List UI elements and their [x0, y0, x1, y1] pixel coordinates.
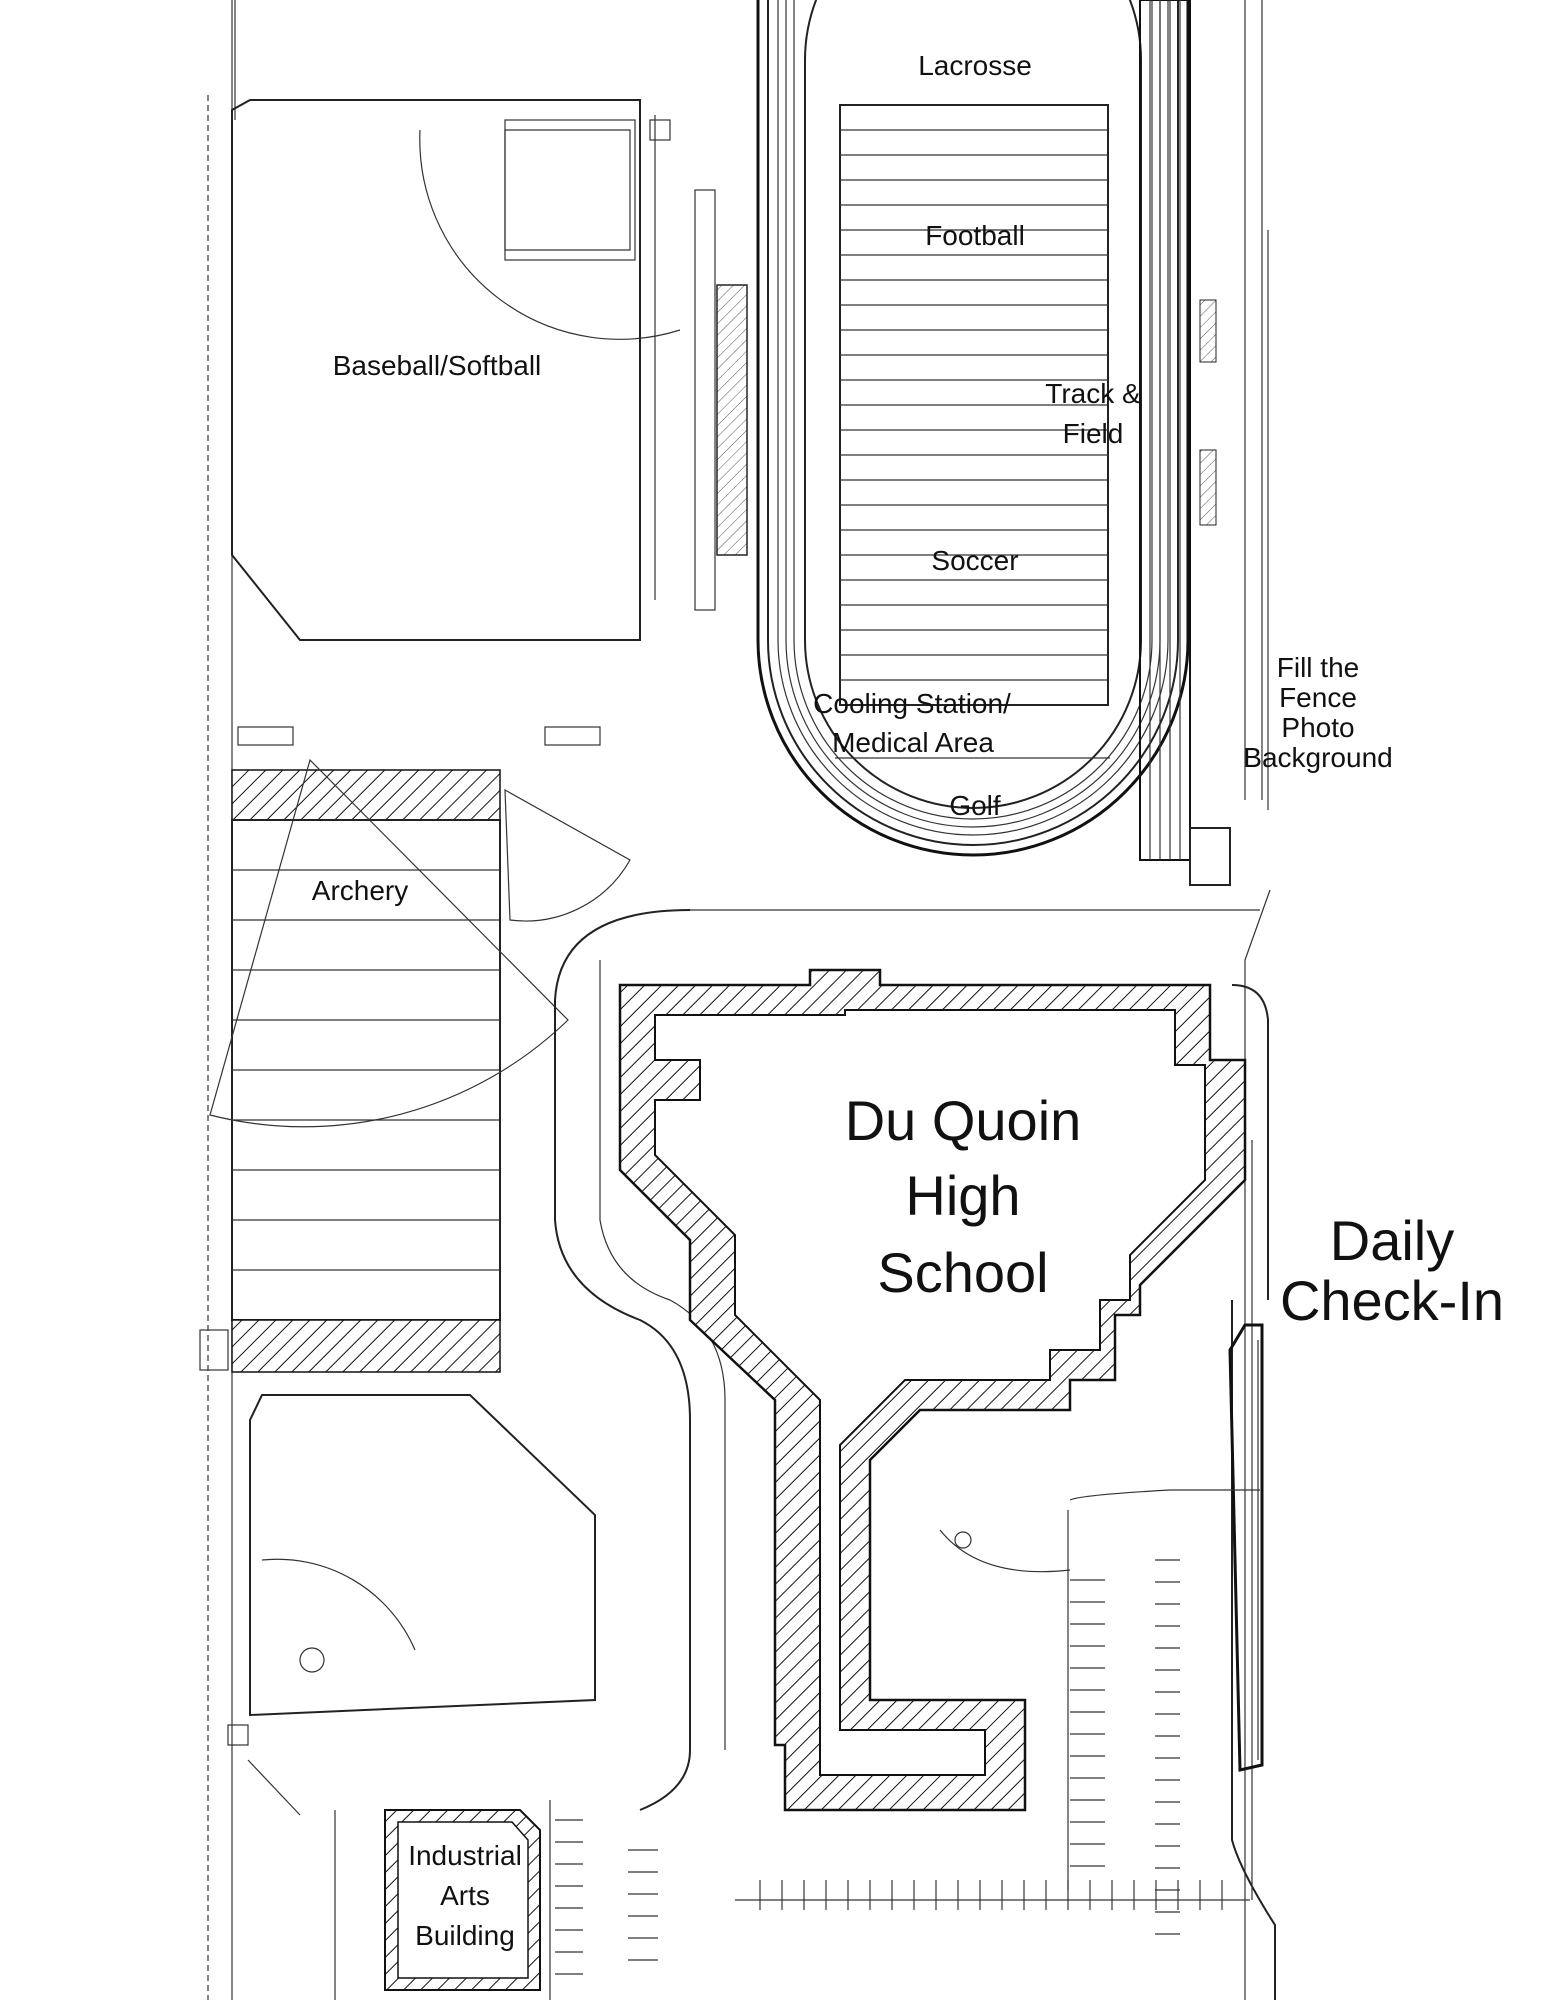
- label-archery: Archery: [312, 875, 408, 906]
- label-cooling-line1: Cooling Station/: [813, 688, 1011, 719]
- label-cooling-line2: Medical Area: [832, 727, 994, 758]
- label-fill-fence-line3: Photo: [1281, 712, 1354, 743]
- label-track-field-line2: Field: [1063, 418, 1124, 449]
- label-golf: Golf: [949, 790, 1001, 821]
- east-road: [1189, 0, 1276, 2000]
- label-industrial-line2: Arts: [440, 1880, 490, 1911]
- property-boundary: [207, 0, 236, 2000]
- parking-area: [555, 1559, 1223, 1975]
- school-driveway: [554, 909, 1260, 1901]
- label-school-line3: School: [877, 1241, 1048, 1304]
- label-fill-fence-line4: Background: [1243, 742, 1392, 773]
- map-labels: Lacrosse Football Track & Field Soccer C…: [312, 50, 1504, 1951]
- bleachers: [694, 189, 748, 611]
- archery-range: [209, 726, 631, 1373]
- label-football: Football: [925, 220, 1025, 251]
- high-school-building: [618, 968, 1247, 1812]
- label-soccer: Soccer: [931, 545, 1018, 576]
- label-school-line1: Du Quoin: [845, 1089, 1082, 1152]
- label-fill-fence-line2: Fence: [1279, 682, 1357, 713]
- label-baseball: Baseball/Softball: [333, 350, 542, 381]
- industrial-arts-building: [334, 1800, 551, 2000]
- label-industrial-line3: Building: [415, 1920, 515, 1951]
- label-lacrosse: Lacrosse: [918, 50, 1032, 81]
- lower-ballfield: [249, 1394, 596, 1717]
- label-checkin-line2: Check-In: [1280, 1269, 1504, 1332]
- running-track: [756, 0, 1191, 861]
- label-fill-fence-line1: Fill the: [1277, 652, 1359, 683]
- baseball-softball-field: [231, 99, 681, 641]
- football-field: [835, 104, 1110, 759]
- label-industrial-line1: Industrial: [408, 1840, 522, 1871]
- label-checkin-line1: Daily: [1330, 1209, 1454, 1272]
- label-school-line2: High: [905, 1164, 1020, 1227]
- label-track-field-line1: Track &: [1045, 378, 1141, 409]
- west-edge-markings: [199, 1329, 301, 1816]
